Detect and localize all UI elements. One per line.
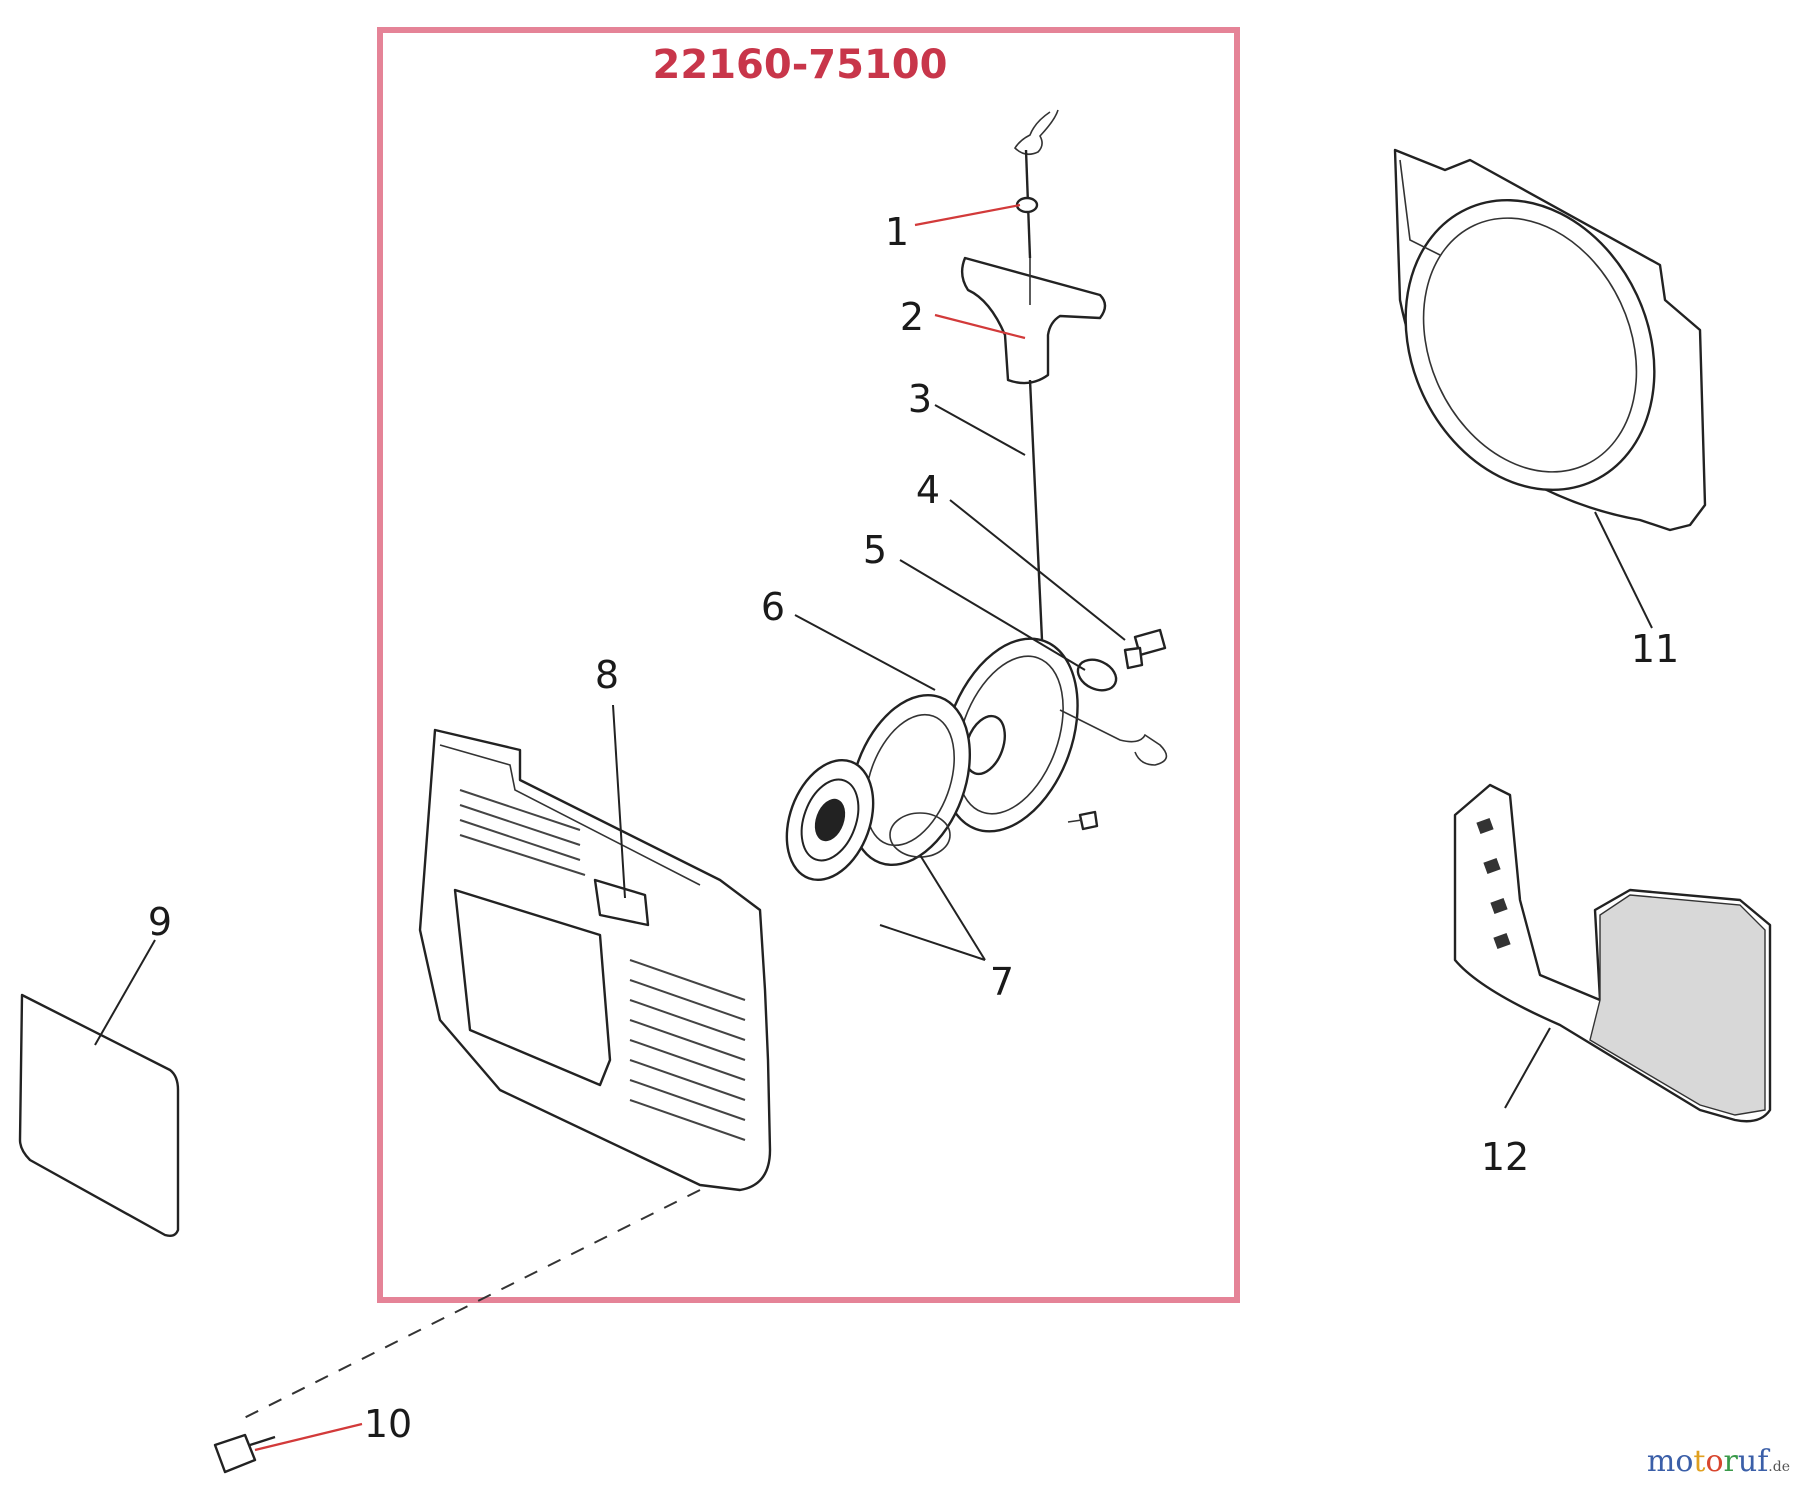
part-2-starter-handle <box>960 256 1107 385</box>
callout-3: 3 <box>908 377 932 421</box>
watermark-letter: r <box>1723 1444 1738 1479</box>
watermark-suffix: .de <box>1768 1459 1790 1475</box>
callout-11: 11 <box>1631 627 1679 671</box>
watermark-letter: o <box>1675 1444 1694 1479</box>
callout-12: 12 <box>1481 1135 1529 1179</box>
callout-5: 5 <box>863 528 887 572</box>
callout-6: 6 <box>761 585 785 629</box>
watermark-logo: motoruf.de <box>1647 1444 1790 1479</box>
watermark-letter: o <box>1705 1444 1724 1479</box>
callout-4: 4 <box>916 468 940 512</box>
callout-10: 10 <box>364 1402 412 1446</box>
assembly-part-number: 22160-75100 <box>653 42 948 88</box>
watermark-letter: t <box>1693 1444 1706 1479</box>
callout-9: 9 <box>148 900 172 944</box>
leader-lines <box>94 203 1653 1452</box>
part-6-recoil-reel <box>941 637 1168 833</box>
part-5-washer <box>1076 658 1118 692</box>
watermark-letter: m <box>1646 1444 1676 1479</box>
callout-7: 7 <box>990 960 1014 1004</box>
part-9-label-plate <box>18 993 180 1238</box>
callout-2: 2 <box>900 295 924 339</box>
part-7-spring-pulley <box>785 693 972 882</box>
part-11-fan-housing <box>1393 148 1707 532</box>
watermark-letter: f <box>1757 1444 1769 1479</box>
callout-8: 8 <box>595 653 619 697</box>
part-12-bracket <box>1453 783 1772 1123</box>
assembly-group-frame <box>377 27 1240 1303</box>
part-8-starter-cover <box>418 728 772 1192</box>
part-4-bolt <box>1123 628 1167 670</box>
watermark-letter: u <box>1737 1444 1758 1479</box>
part-1-rope-end <box>1013 109 1059 259</box>
part-10-screw <box>213 1189 701 1474</box>
callout-1: 1 <box>885 210 909 254</box>
